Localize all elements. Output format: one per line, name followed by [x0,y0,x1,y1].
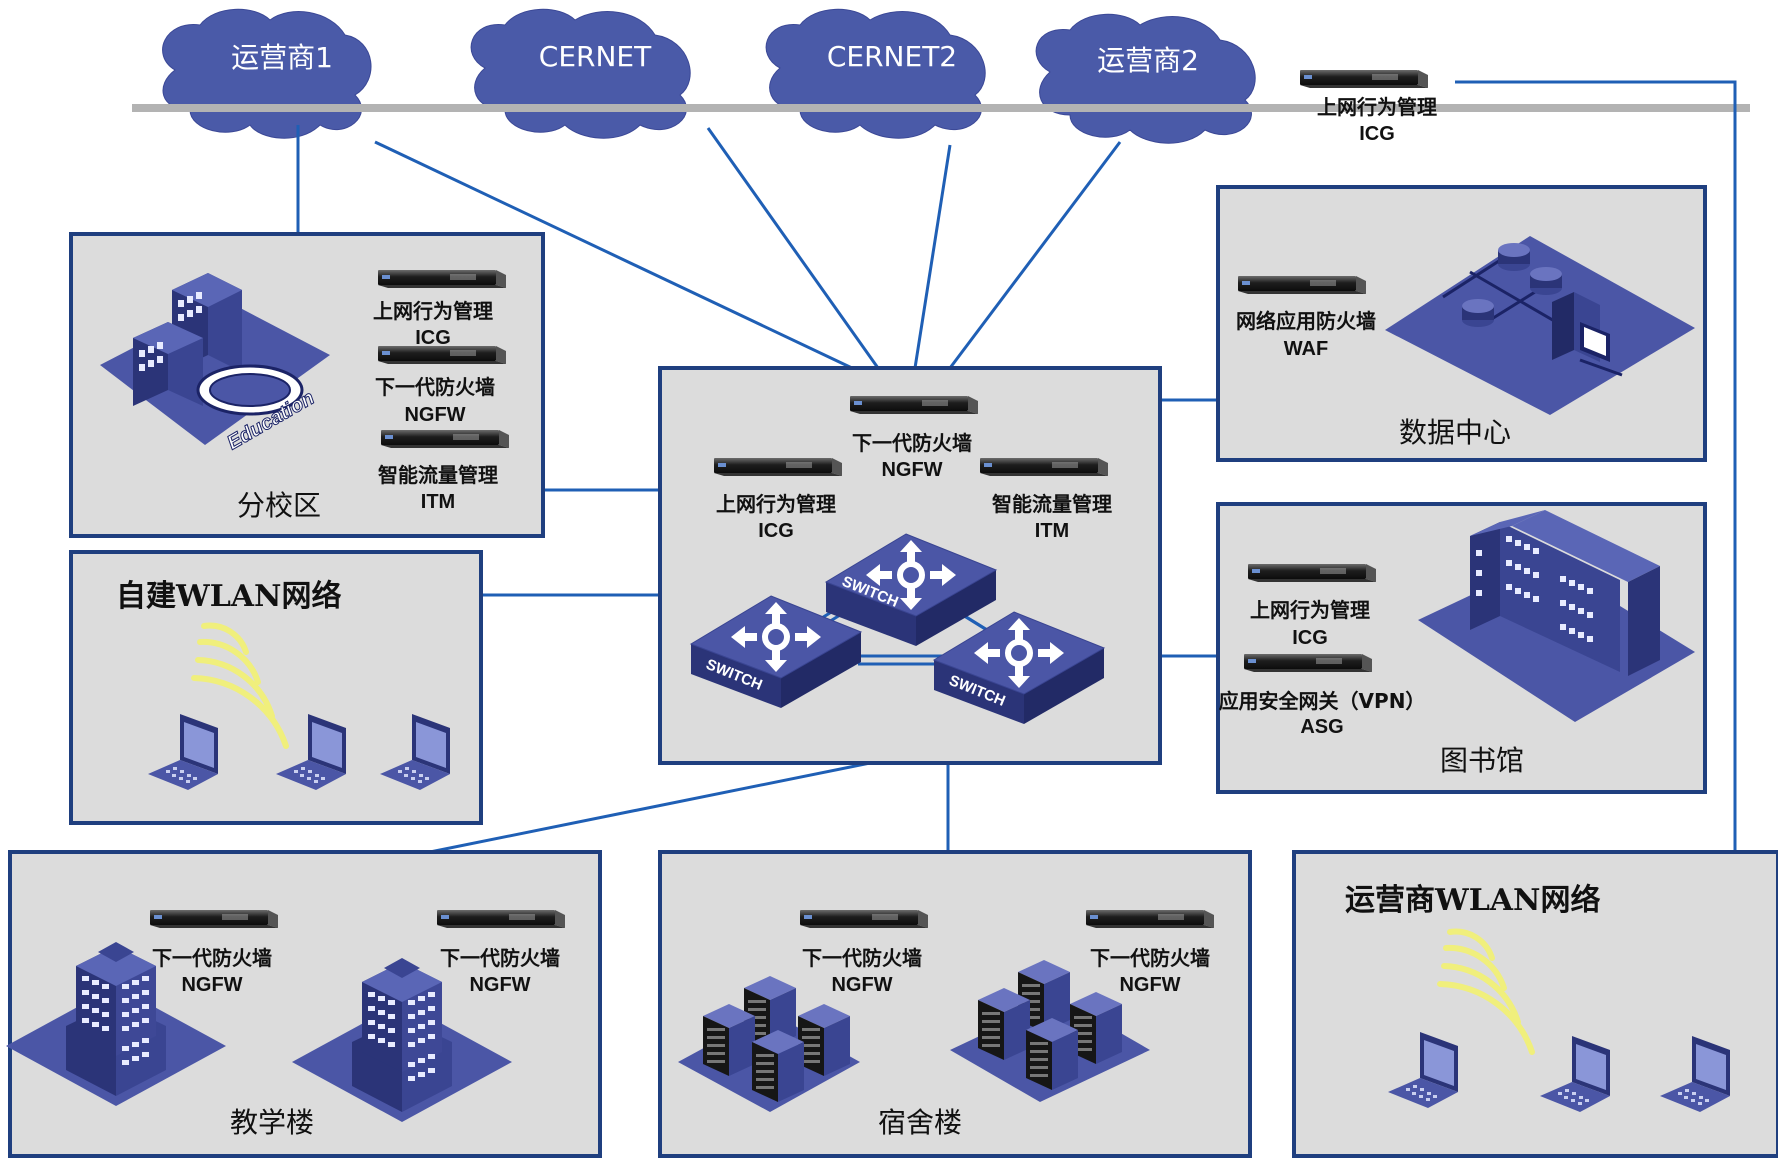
device-name: 下一代防火墙 [852,431,972,455]
datacenter-icon [1385,236,1695,415]
device-code: NGFW [181,974,242,996]
device-name: 上网行为管理 [716,492,836,516]
device-name: 上网行为管理 [1317,95,1437,119]
device-name: 网络应用防火墙 [1236,309,1376,333]
cloud-label: 运营商2 [1097,44,1199,77]
device-code: ITM [421,491,455,513]
device-name: 下一代防火墙 [802,946,922,970]
device-name: 智能流量管理 [378,463,498,487]
library-panel: 上网行为管理 ICG 应用安全网关（VPN） ASG 图书馆 [1216,502,1707,794]
core-switch-icon: SWITCH [826,534,996,646]
connection-lines [296,80,1737,854]
cloud-cernet2: CERNET2 [765,8,986,139]
zone-title: 分校区 [237,489,321,522]
branch-panel: Education 上网行为管理 ICG 下一代防火墙 NGFW 智能流量管理 … [69,232,545,538]
device-name: 应用安全网关（VPN） [1219,689,1426,713]
device-name: 下一代防火墙 [152,946,272,970]
device-name: 下一代防火墙 [440,946,560,970]
device-name: 下一代防火墙 [375,375,495,399]
zone-title: 数据中心 [1399,416,1511,449]
device-code: ICG [1359,123,1395,145]
device-code: WAF [1284,338,1328,360]
cloud-isp1: 运营商1 [162,8,372,139]
zone-title: 宿舍楼 [878,1106,962,1139]
device-code: ITM [1035,520,1069,542]
device-code: NGFW [469,974,530,996]
core-panel: 下一代防火墙 NGFW 上网行为管理 ICG 智能流量管理 ITM SWITCH… [658,366,1162,765]
device-name: 上网行为管理 [1250,598,1370,622]
cloud-label: 运营商1 [231,41,333,74]
cloud-cernet: CERNET [470,8,691,139]
device-name: 上网行为管理 [373,299,493,323]
device-code: NGFW [404,404,465,426]
device-code: ICG [415,327,451,349]
device-name: 智能流量管理 [992,492,1112,516]
cloud-isp2: 运营商2 [1035,13,1256,144]
zone-title: 图书馆 [1440,744,1524,777]
server-cluster-icon [950,960,1150,1102]
zone-title: 运营商WLAN网络 [1345,883,1600,918]
device-code: ICG [1292,627,1328,649]
isp-wlan-panel: 运营商WLAN网络 [1292,850,1778,1158]
device-code: NGFW [1119,974,1180,996]
device-code: NGFW [831,974,892,996]
zone-title: 自建WLAN网络 [116,579,341,614]
device-name: 下一代防火墙 [1090,946,1210,970]
datacenter-panel: 网络应用防火墙 WAF [1216,185,1707,462]
teaching-panel: 下一代防火墙 NGFW 下一代防火墙 NGFW 教学楼 [6,850,602,1158]
self-wlan-panel: 自建WLAN网络 [69,550,483,825]
library-building-icon [1418,510,1695,722]
device-code: ASG [1300,716,1343,738]
cloud-label: CERNET [539,40,652,73]
top-icg-device: 上网行为管理 ICG [1300,70,1437,145]
device-code: ICG [758,520,794,542]
backbone-bar [132,104,1750,112]
device-code: NGFW [881,459,942,481]
dorm-panel: 下一代防火墙 NGFW 下一代防火墙 NGFW 宿舍楼 [658,850,1252,1158]
zone-title: 教学楼 [230,1106,314,1139]
server-cluster-icon [678,976,860,1112]
cloud-label: CERNET2 [827,40,957,73]
